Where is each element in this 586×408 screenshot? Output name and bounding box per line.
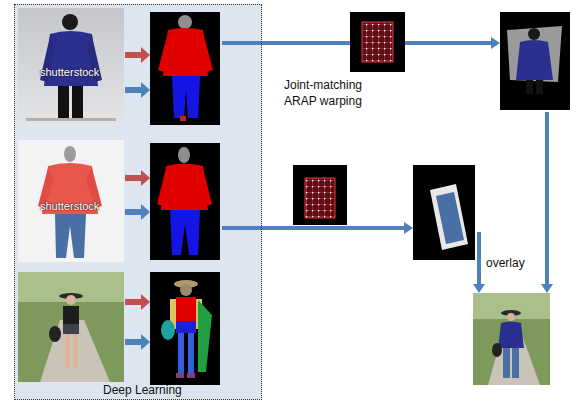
warp-grid	[293, 12, 405, 225]
photo-street	[18, 272, 124, 382]
photo-coat	[18, 8, 124, 126]
warped-garment	[500, 12, 570, 110]
segmentation-mask	[150, 143, 220, 260]
step-label: Joint-matching ARAP warping	[284, 77, 384, 109]
warped-garment	[413, 165, 475, 260]
segmentation-mask	[150, 12, 220, 125]
segmentation-mask	[150, 272, 220, 385]
arrow	[125, 47, 150, 350]
watermark: shutterstock	[40, 65, 99, 80]
step-label: overlay	[486, 255, 525, 271]
region-title: Deep Learning	[103, 383, 182, 397]
photo-cardigan	[18, 140, 124, 262]
result-photo	[473, 293, 550, 385]
watermark: shutterstock	[40, 199, 99, 214]
region-ground	[14, 4, 262, 400]
